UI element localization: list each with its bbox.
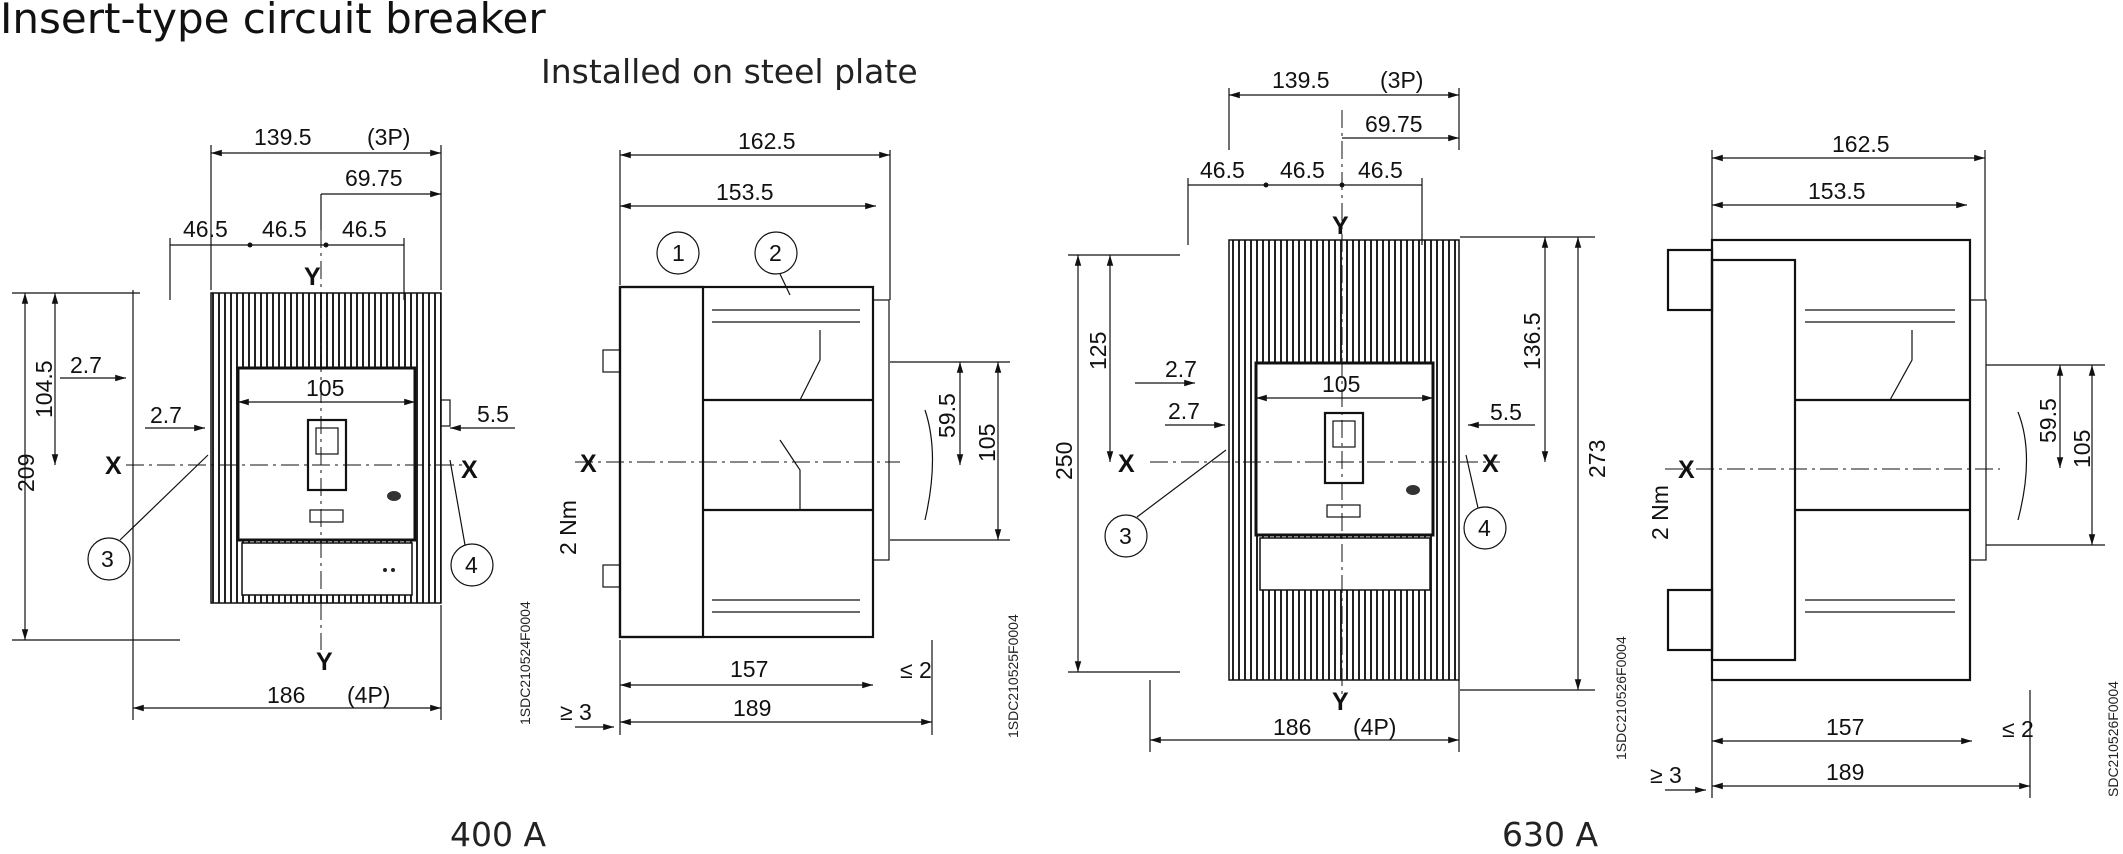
- dim-pitch-2-630: 46.5: [1280, 157, 1325, 183]
- dim-side: 5.5: [477, 401, 509, 427]
- gap-min: ≥ 3: [560, 699, 592, 725]
- axis-x-side: X: [580, 450, 597, 478]
- dim-offset-b-630: 2.7: [1168, 398, 1200, 424]
- dim-width-4p-630: 186: [1273, 714, 1311, 740]
- operating-handle-630: [1323, 411, 1365, 485]
- axis-x-left: X: [105, 452, 122, 480]
- dim-inner-width: 105: [306, 375, 344, 401]
- page-title: Insert-type circuit breaker: [0, 0, 546, 43]
- dim-h1-630: 59.5: [2035, 398, 2061, 443]
- callout-1: [656, 231, 700, 275]
- gap-max-630: ≤ 2: [2002, 716, 2034, 742]
- drawing-code-4: SDC210526F0004: [2105, 681, 2121, 797]
- dim-width-4p: 186: [267, 682, 305, 708]
- dim-d2-630: 189: [1826, 759, 1864, 785]
- dim-pitch-1-630: 46.5: [1200, 157, 1245, 183]
- callout-2: [754, 231, 798, 275]
- dim-height-right-half-630: 136.5: [1519, 312, 1545, 370]
- dim-height-half: 104.5: [31, 360, 57, 418]
- page-subtitle: Installed on steel plate: [541, 52, 918, 91]
- callout-4: [450, 543, 494, 587]
- axis-y-bottom-630: Y: [1332, 688, 1349, 716]
- dim-d1: 157: [730, 656, 768, 682]
- svg-text:4: 4: [465, 552, 478, 578]
- dim-depth-body: 153.5: [716, 179, 774, 205]
- axis-x-right-630: X: [1482, 450, 1499, 478]
- drawing-code-3: 1SDC210526F0004: [1613, 636, 1629, 760]
- torque-label: 2 Nm: [555, 500, 581, 555]
- gap-min-630: ≥ 3: [1650, 762, 1682, 788]
- dim-side-630: 5.5: [1490, 399, 1522, 425]
- breaker-face-630: [1254, 361, 1435, 537]
- dim-height-total-630: 250: [1051, 442, 1077, 480]
- dim-pitch-3: 46.5: [342, 216, 387, 242]
- dim-height-half-630: 125: [1085, 332, 1111, 370]
- drawing-code-2: 1SDC210525F0004: [1005, 614, 1021, 738]
- rating-630a: 630 A: [1502, 815, 1599, 854]
- dim-half-width-630: 69.75: [1365, 111, 1423, 137]
- callout-4-630: [1463, 506, 1507, 550]
- dim-label-4p: (4P): [347, 682, 390, 708]
- rating-400a: 400 A: [450, 815, 547, 854]
- dim-width-3p-630: 139.5: [1272, 67, 1330, 93]
- axis-y-bottom: Y: [316, 648, 333, 676]
- gap-max: ≤ 2: [900, 657, 932, 683]
- dim-width-3p: 139.5: [254, 124, 312, 150]
- dim-offset-a: 2.7: [70, 352, 102, 378]
- svg-text:3: 3: [101, 546, 114, 572]
- side-body-630: [1710, 238, 1972, 682]
- axis-y-top-630: Y: [1332, 212, 1349, 240]
- dim-label-3p-630: (3P): [1380, 67, 1423, 93]
- front-view-630a: 139.5 (3P) 69.75 46.5 46.5 46.5 Y Y X X …: [1051, 67, 1629, 760]
- dim-depth-total: 162.5: [738, 128, 796, 154]
- svg-text:1: 1: [672, 240, 685, 266]
- dim-h2: 105: [974, 424, 1000, 462]
- front-view-400a: 139.5 (3P) 69.75 46.5 46.5 46.5 Y Y X X …: [12, 124, 533, 725]
- axis-x-side-630: X: [1678, 456, 1695, 484]
- axis-y-top: Y: [304, 263, 321, 291]
- dim-depth-total-630: 162.5: [1832, 131, 1890, 157]
- side-view-400a: X 1 2 162.5 153.5 2 Nm 59.5 105 157 189 …: [555, 128, 1021, 738]
- dim-height-total: 209: [13, 454, 39, 492]
- dim-inner-width-630: 105: [1322, 371, 1360, 397]
- operating-handle: [306, 418, 348, 492]
- dim-pitch-3-630: 46.5: [1358, 157, 1403, 183]
- dim-d2: 189: [733, 695, 771, 721]
- dim-d1-630: 157: [1826, 714, 1864, 740]
- svg-text:2: 2: [769, 240, 782, 266]
- dim-pitch-1: 46.5: [183, 216, 228, 242]
- dim-depth-body-630: 153.5: [1808, 178, 1866, 204]
- dim-pitch-2: 46.5: [262, 216, 307, 242]
- dim-label-4p-630: (4P): [1353, 714, 1396, 740]
- side-view-630a: X 162.5 153.5 2 Nm 59.5 105 157 189 ≥ 3 …: [1647, 131, 2121, 798]
- torque-label-630: 2 Nm: [1647, 485, 1673, 540]
- dim-h1: 59.5: [934, 393, 960, 438]
- svg-text:4: 4: [1478, 515, 1491, 541]
- dim-h2-630: 105: [2069, 430, 2095, 468]
- svg-text:3: 3: [1119, 523, 1132, 549]
- dim-label-3p: (3P): [367, 124, 410, 150]
- dim-offset-a-630: 2.7: [1165, 356, 1197, 382]
- dim-height-right-630: 273: [1584, 440, 1610, 478]
- axis-x-left-630: X: [1118, 450, 1135, 478]
- dim-offset-b: 2.7: [150, 402, 182, 428]
- callout-3: [87, 537, 131, 581]
- drawing-code-1: 1SDC210524F0004: [517, 601, 533, 725]
- callout-3-630: [1104, 514, 1148, 558]
- axis-x-right: X: [461, 456, 478, 484]
- dim-half-width: 69.75: [345, 165, 403, 191]
